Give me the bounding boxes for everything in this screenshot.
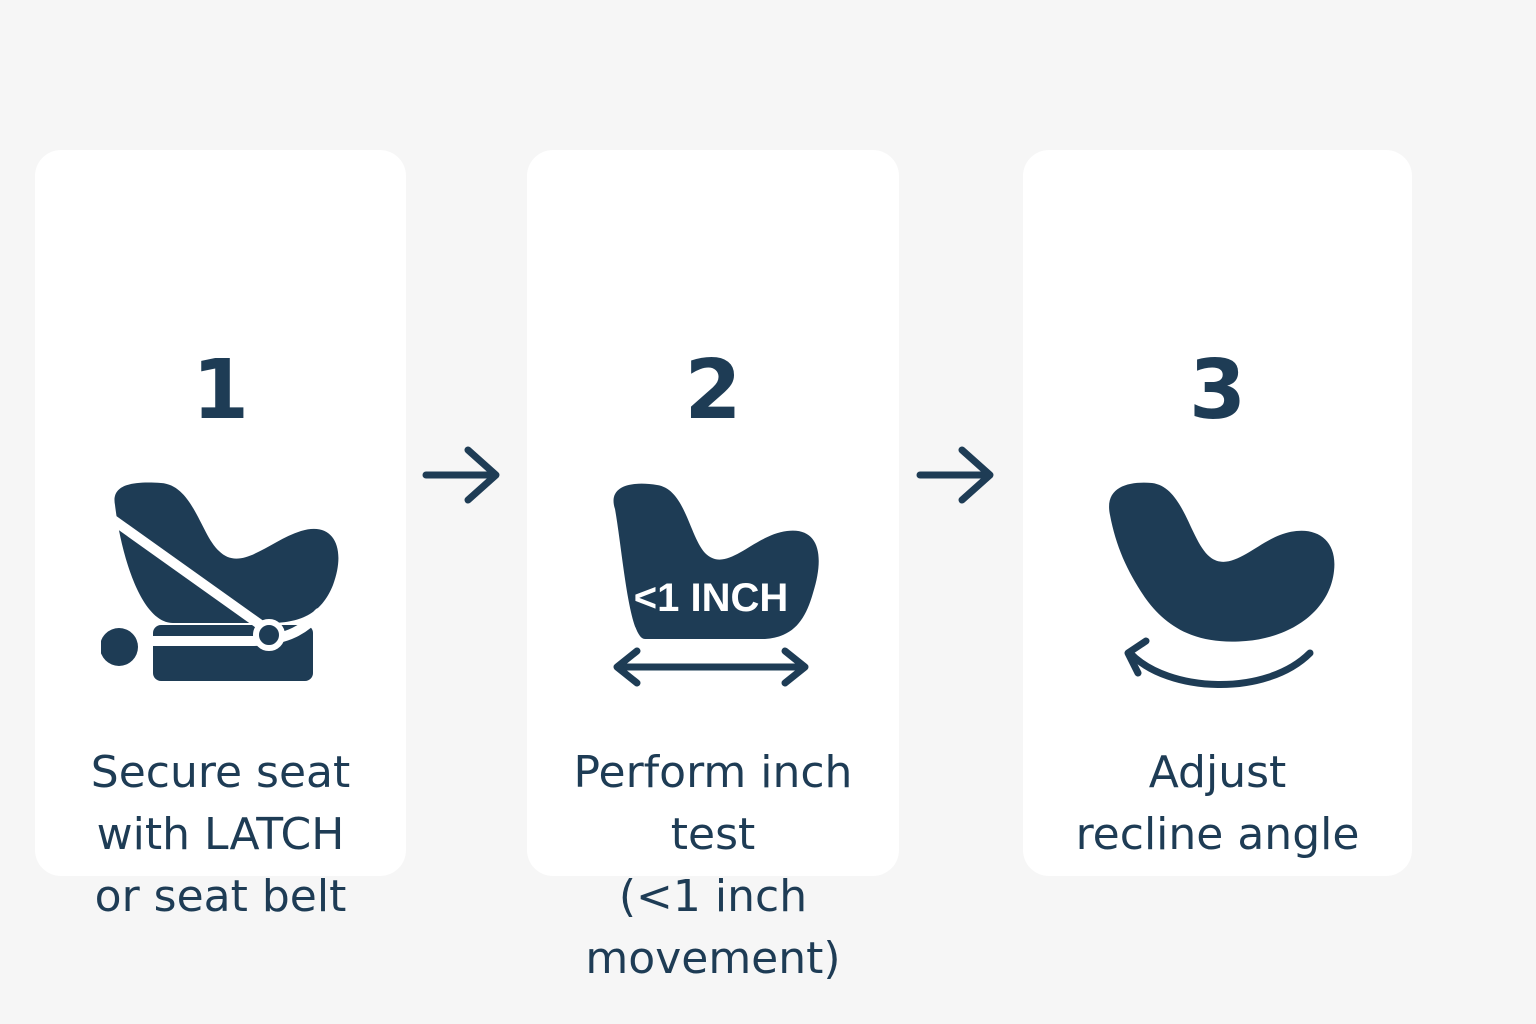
car-seat-latch-icon <box>100 482 338 681</box>
arrow-right-icon <box>916 446 994 504</box>
step-description-line: recline angle <box>1075 809 1360 860</box>
step-description-line: Adjust <box>1148 747 1287 798</box>
car-seat-inch-test-icon: <1 INCH <box>613 483 819 687</box>
step-description-line: or seat belt <box>94 871 347 922</box>
step-description: Perform inch test (<1 inch movement) <box>527 742 899 990</box>
step-description-line: Perform inch <box>573 747 853 798</box>
step-description: Secure seat with LATCH or seat belt <box>35 742 406 928</box>
arrow-right-icon <box>422 446 500 504</box>
step-description-line: movement) <box>585 933 841 984</box>
inch-label: <1 INCH <box>634 576 789 620</box>
step-card-3: 3 Adjust recline angle <box>1023 150 1412 876</box>
step-description-line: (<1 inch <box>618 871 808 922</box>
step-card-2: 2 <1 INCH Perform inch test (<1 inch mov… <box>527 150 899 984</box>
step-description-line: test <box>670 809 756 860</box>
step-number: 2 <box>684 343 742 438</box>
step-description: Adjust recline angle <box>1023 742 1412 866</box>
step-description-line: with LATCH <box>96 809 345 860</box>
step-card-1: 1 Secure seat with LATCH or seat belt <box>35 150 406 922</box>
step-description-line: Secure seat <box>90 747 351 798</box>
step-number: 3 <box>1188 343 1247 438</box>
car-seat-recline-icon <box>1108 482 1334 688</box>
step-number: 1 <box>191 343 250 438</box>
